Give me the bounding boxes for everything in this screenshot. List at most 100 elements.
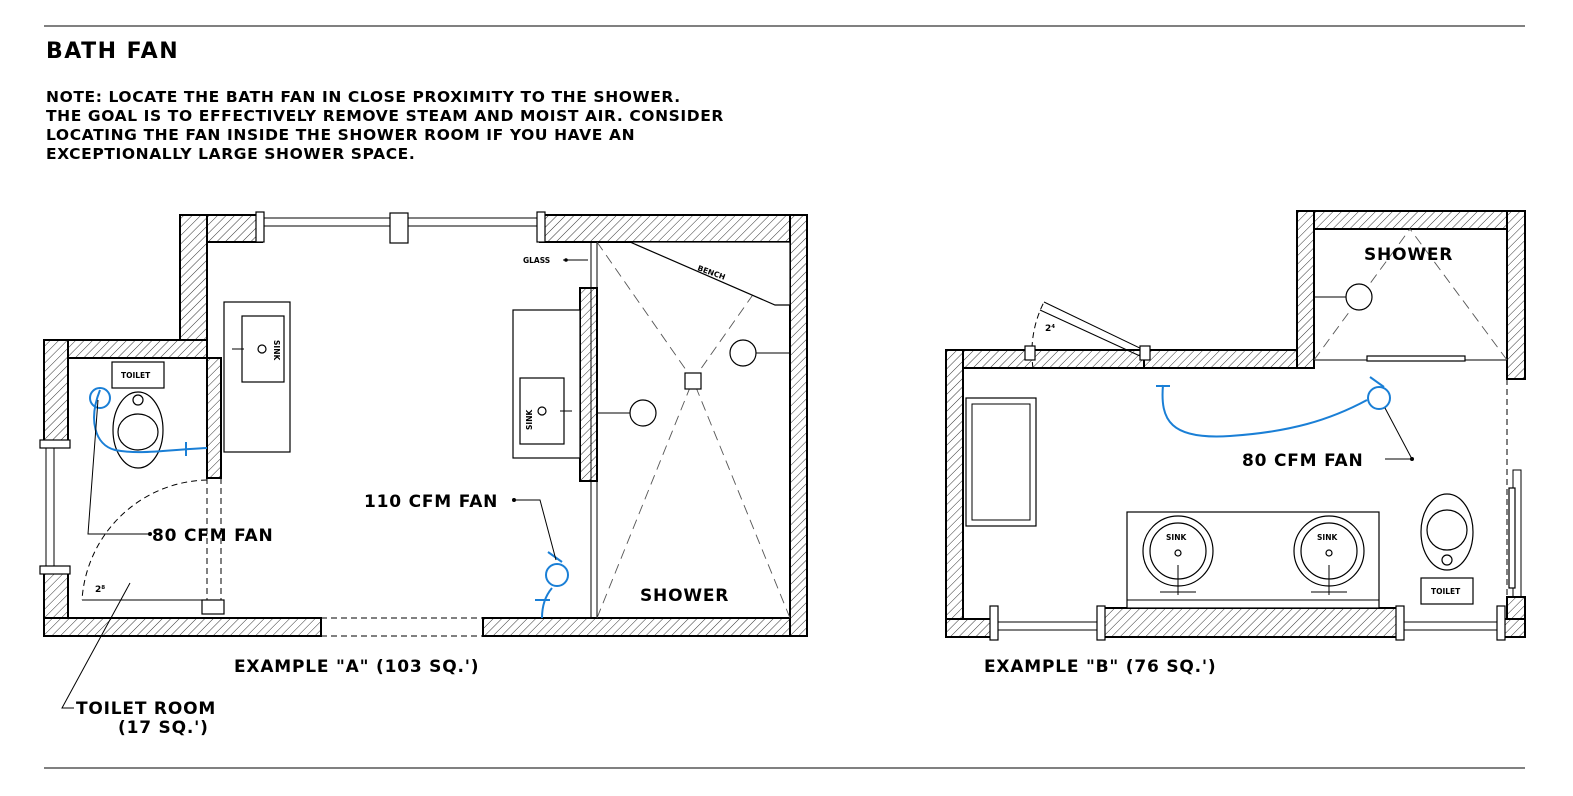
fan-a-110-symbol [545, 563, 569, 587]
sink-a-left-drain [257, 344, 267, 354]
door-jamb-b-2 [1139, 345, 1151, 361]
glass-leader-dot-a [564, 258, 568, 262]
note-line-4: EXCEPTIONALLY LARGE SHOWER SPACE. [46, 145, 415, 163]
toilet-label-b: TOILET [1431, 587, 1461, 596]
sink-b-2-drain [1325, 549, 1333, 557]
door-leaf-b [1043, 301, 1145, 351]
leader-a-80 [87, 399, 150, 535]
toilet-flush-a [132, 394, 144, 406]
wall-a-bottom-right [482, 617, 808, 637]
shower-head-a-1 [729, 339, 757, 367]
bench-a [629, 241, 791, 306]
example-a-plan: 2⁸ SINK TOILET SINK BENCH SHOWER [39, 211, 808, 738]
shower-head-a-2 [629, 399, 657, 427]
window-b-bottom-2 [1398, 621, 1501, 631]
shower-label-a: SHOWER [640, 586, 729, 606]
duct-a-110 [541, 587, 553, 619]
shower-head-b [1345, 283, 1373, 311]
toilet-tank-b [1420, 577, 1474, 605]
sink-label-a-right: SINK [525, 409, 534, 430]
door-swing-b [1031, 301, 1045, 369]
sink-label-a-left: SINK [272, 340, 281, 361]
window-a-jamb-right [536, 211, 546, 243]
wall-a-top-right [539, 214, 808, 243]
note-line-1: NOTE: LOCATE THE BATH FAN IN CLOSE PROXI… [46, 88, 681, 106]
wall-a-upper-left [179, 214, 208, 343]
window-b-jamb-2 [1096, 605, 1106, 641]
closet-b-inner [971, 403, 1031, 521]
sink-label-b-2: SINK [1317, 533, 1338, 542]
closet-b [965, 397, 1037, 527]
leader-dot-a-80 [148, 532, 152, 536]
door-size-b: 2⁴ [1045, 324, 1055, 334]
door-size-a: 2⁸ [95, 585, 105, 595]
window-b-jamb-3 [1395, 605, 1405, 641]
leader-b-80 [1384, 407, 1413, 460]
glass-label-a: GLASS [523, 256, 550, 265]
toilet-seat-b [1426, 509, 1468, 551]
shower-drain-a [684, 372, 702, 390]
leader-toilet-room [61, 582, 131, 709]
toilet-room-label-1: TOILET ROOM [76, 699, 216, 719]
toilet-seat-a [117, 413, 159, 451]
window-a-jamb-left [255, 211, 265, 243]
window-a-left-jamb-bottom [39, 565, 71, 575]
slope-a-3 [596, 379, 694, 619]
note-line-3: LOCATING THE FAN INSIDE THE SHOWER ROOM … [46, 126, 635, 144]
sink-label-b-1: SINK [1166, 533, 1187, 542]
door-b-right-leaf [1508, 487, 1516, 589]
slope-a-4 [692, 379, 791, 619]
slope-b-2 [1409, 228, 1508, 361]
wall-a-right [789, 214, 808, 637]
shower-b-curb [1366, 355, 1466, 362]
duct-b-80 [1161, 384, 1368, 438]
wall-a-shower-partition [579, 287, 598, 482]
toilet-label-a: TOILET [121, 371, 151, 380]
wall-b-top-left [945, 349, 1145, 369]
duct-a-80 [93, 389, 208, 454]
wall-a-bottom-left [43, 617, 322, 637]
example-b-plan: 2⁴ SHOWER SINK SINK TOILET [945, 210, 1526, 677]
fan-label-a-80: 80 CFM FAN [152, 526, 274, 546]
door-leaf-b-2 [1039, 309, 1141, 357]
wall-b-right-upper [1506, 210, 1526, 380]
window-a-left [45, 444, 55, 571]
slope-a-1 [596, 241, 694, 381]
leader-dot-b-80 [1410, 457, 1414, 461]
window-b-jamb-4 [1496, 605, 1506, 641]
fan-b-80-tick [1369, 376, 1385, 388]
wall-b-top-mid [1143, 349, 1315, 369]
sink-b-1-drain [1174, 549, 1182, 557]
wall-a-left-upper [43, 339, 69, 446]
wall-b-bottom-mid [1099, 607, 1400, 638]
wall-b-bottom-left [945, 618, 996, 638]
window-b-jamb-1 [989, 605, 999, 641]
toilet-flush-b [1441, 554, 1453, 566]
toilet-room-label-2: (17 SQ.') [118, 718, 209, 738]
shower-label-b: SHOWER [1364, 245, 1453, 265]
door-jamb-a [201, 599, 225, 615]
wall-b-shower-left [1296, 210, 1315, 369]
leader-dot-a-110 [512, 498, 516, 502]
window-a-mullion [389, 212, 409, 244]
fan-b-80-symbol [1367, 386, 1391, 410]
caption-example-a: EXAMPLE "A" (103 SQ.') [234, 657, 479, 677]
fan-a-80-symbol [89, 387, 111, 409]
slope-a-2 [692, 241, 791, 381]
leader-a-110 [514, 499, 557, 561]
wall-b-left [945, 349, 964, 638]
page-title: BATH FAN [46, 39, 179, 64]
fan-label-b-80: 80 CFM FAN [1242, 451, 1364, 471]
window-b-bottom-1 [994, 621, 1101, 631]
note-line-2: THE GOAL IS TO EFFECTIVELY REMOVE STEAM … [46, 107, 724, 125]
wall-a-toilet-partition [206, 357, 222, 479]
wall-b-shower-top [1296, 210, 1526, 230]
toilet-tank-a [111, 361, 165, 389]
sink-a-right-drain [537, 406, 547, 416]
caption-example-b: EXAMPLE "B" (76 SQ.') [984, 657, 1216, 677]
fan-label-a-110: 110 CFM FAN [364, 492, 498, 512]
window-a-left-jamb-top [39, 439, 71, 449]
door-swing-a [81, 479, 208, 601]
door-jamb-b-1 [1024, 345, 1036, 361]
